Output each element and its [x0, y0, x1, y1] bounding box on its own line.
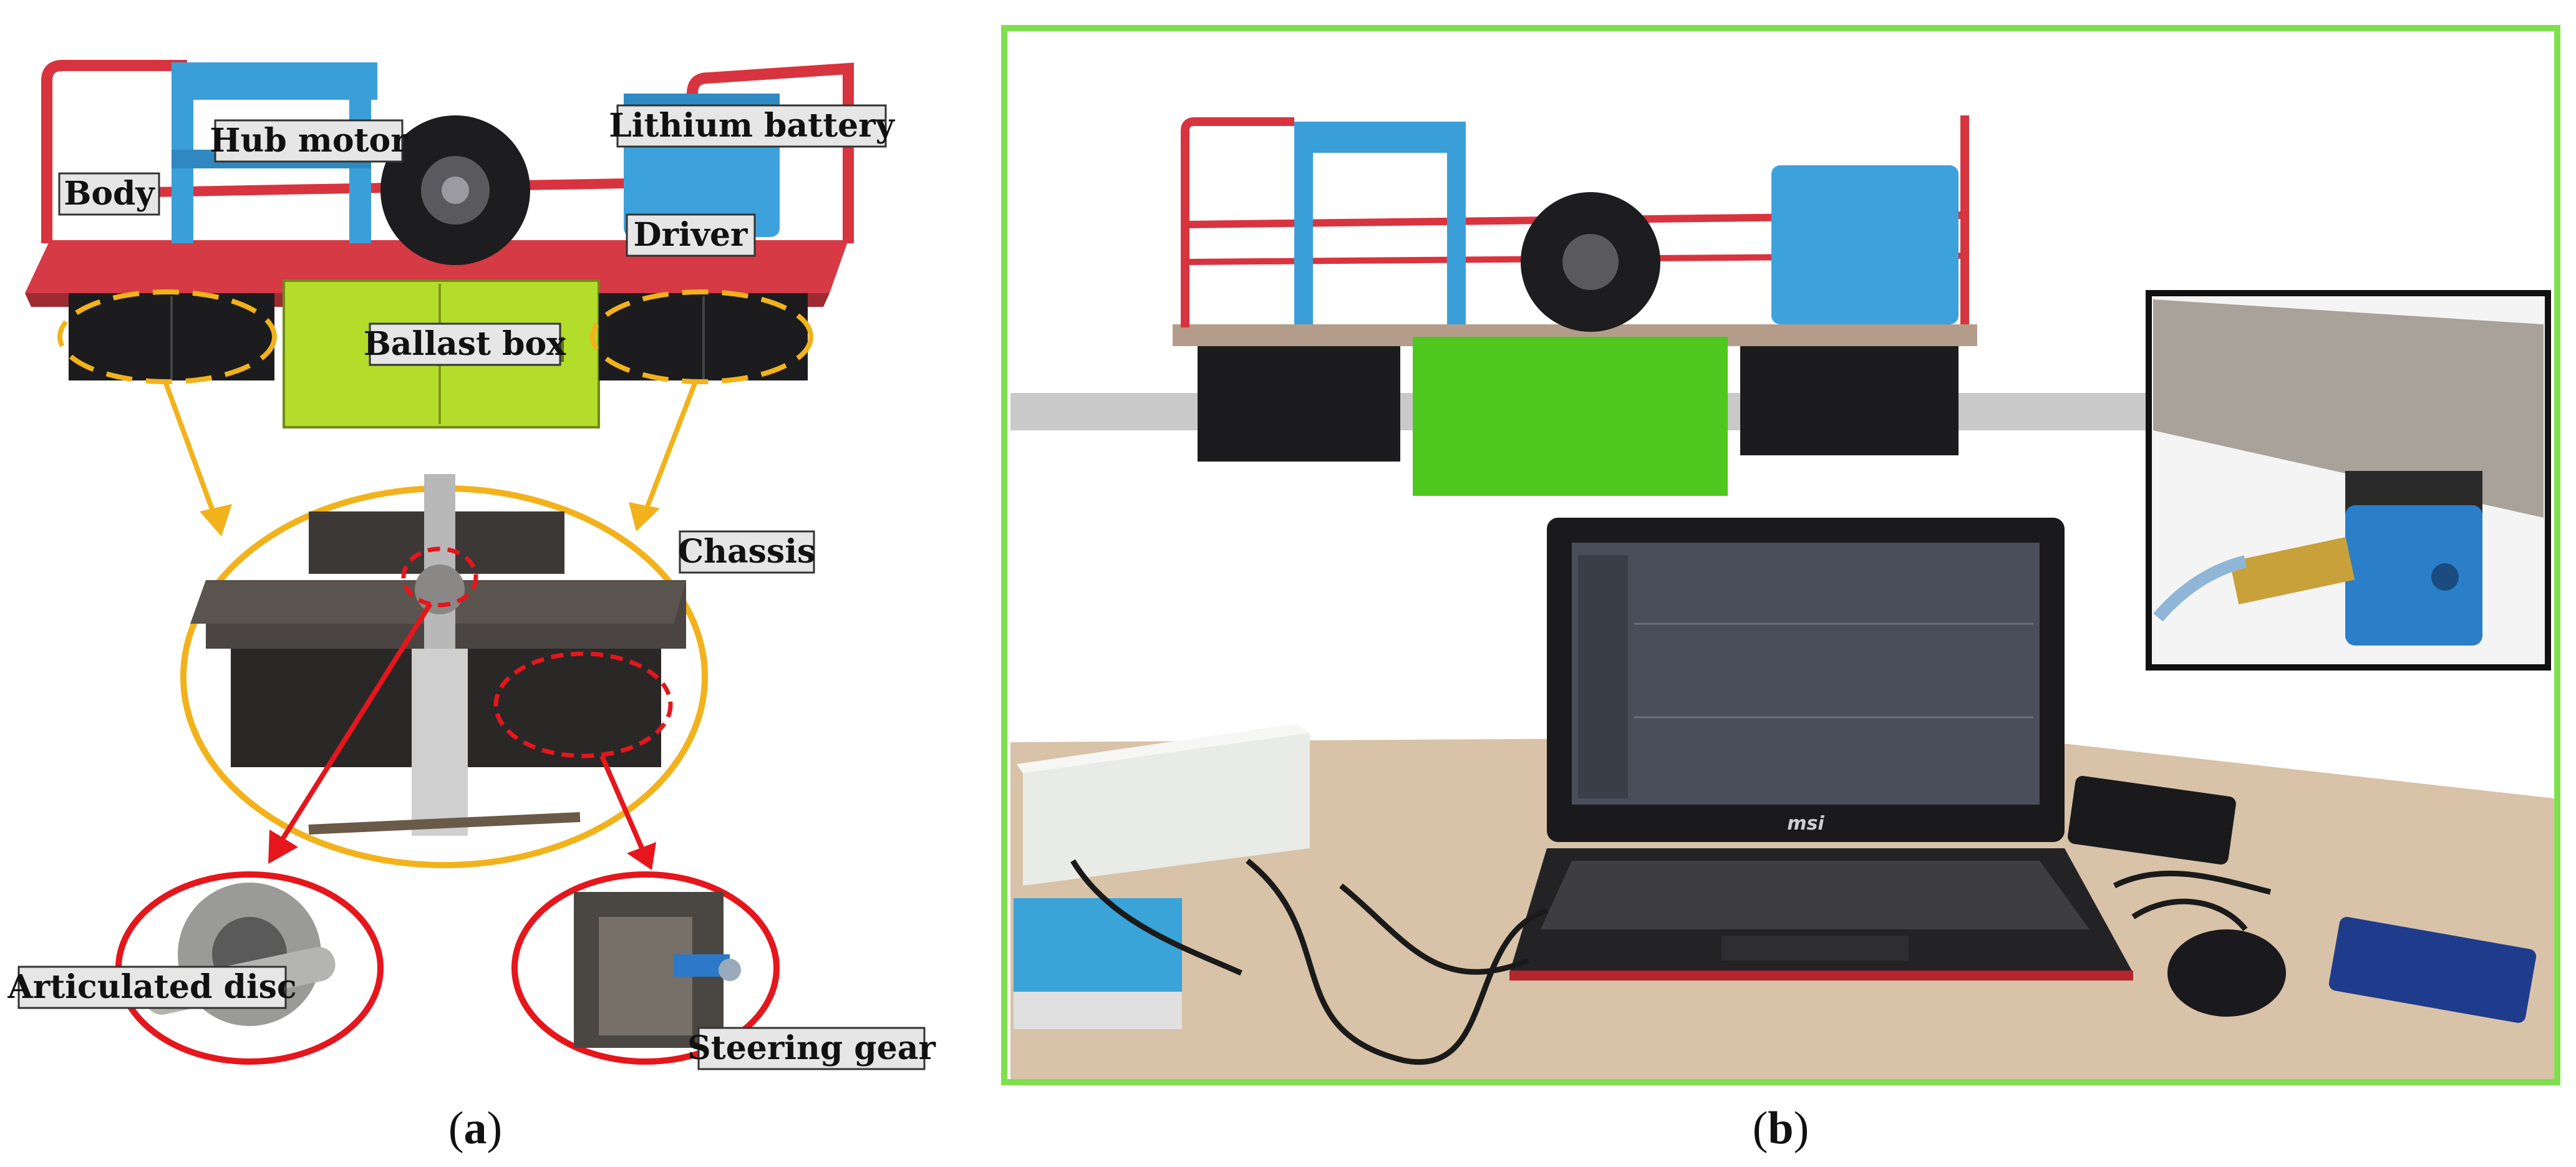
svg-text:Articulated disc: Articulated disc	[7, 968, 296, 1006]
caption-a: (a)	[448, 1103, 502, 1154]
label-body: Body	[58, 172, 160, 216]
panel-a: Hub motor Lithium battery Body Driver Ba…	[7, 60, 936, 1154]
caption-b: (b)	[1753, 1103, 1809, 1154]
steering-gear-photo	[574, 892, 741, 1048]
steering-gear-highlight	[493, 651, 673, 758]
orange-arrows	[163, 380, 698, 536]
label-ballast-box: Ballast box	[364, 322, 566, 366]
svg-text:Chassis: Chassis	[678, 533, 815, 571]
svg-text:Driver: Driver	[634, 216, 748, 254]
svg-text:Steering gear: Steering gear	[687, 1029, 936, 1067]
accelerometer-inset	[2146, 290, 2551, 671]
label-chassis: Chassis	[678, 530, 815, 574]
panel-b: msi (b)	[1001, 25, 2560, 1154]
label-driver: Driver	[626, 213, 756, 257]
svg-text:Ballast box: Ballast box	[364, 325, 566, 363]
svg-text:Lithium battery: Lithium battery	[609, 107, 895, 145]
laptop: msi	[1509, 518, 2133, 981]
articulated-disc-highlight	[401, 546, 478, 608]
label-articulated-disc: Articulated disc	[7, 966, 297, 1009]
label-steering-gear: Steering gear	[687, 1027, 936, 1070]
left-railing	[41, 60, 187, 243]
mouse	[2167, 929, 2286, 1017]
data-acquisition-box	[1014, 724, 1310, 1029]
ballast-box-b	[1413, 337, 1728, 496]
label-lithium-battery: Lithium battery	[609, 104, 896, 148]
power-adapter	[2068, 775, 2236, 865]
cables	[1070, 858, 2272, 1065]
vehicle-photo-b	[1173, 115, 1977, 496]
red-arrows	[268, 602, 656, 870]
laptop-brand-logo: msi	[1787, 813, 1824, 835]
right-chassis-highlight	[590, 289, 813, 384]
chassis-photo	[190, 474, 686, 836]
steering-gear-circle	[511, 871, 780, 1065]
svg-text:Hub motor: Hub motor	[210, 122, 408, 160]
laptop-screen	[1572, 543, 2040, 805]
usb-device	[2328, 917, 2537, 1023]
right-railing	[687, 62, 854, 243]
svg-text:Body: Body	[64, 175, 155, 213]
label-hub-motor: Hub motor	[210, 119, 408, 163]
